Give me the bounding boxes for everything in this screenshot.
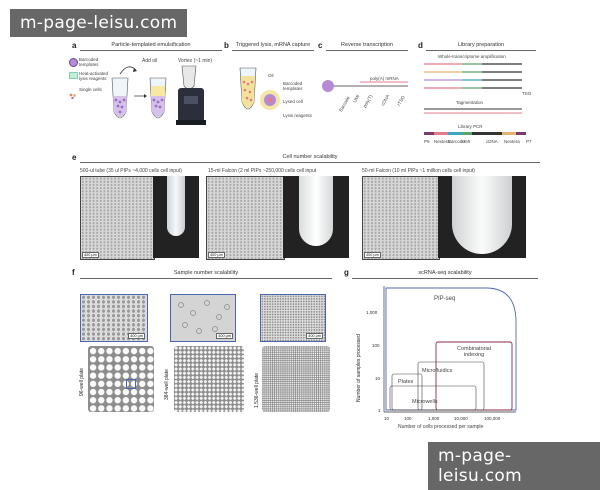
step-wta: Whole-transcriptome amplification — [438, 54, 506, 59]
label-lysed-cell: Lysed cell — [283, 99, 303, 104]
label-tso: TSO — [522, 91, 532, 96]
scale-bar-e3: 400 μm — [364, 252, 381, 258]
label-plates: Plates — [398, 379, 414, 385]
g-x-label: Number of cells processed per sample — [398, 424, 484, 430]
panel-e-title: Cell number scalability — [282, 154, 338, 160]
panel-d-label: d — [418, 41, 423, 50]
panel-f-title: Sample number scalability — [173, 270, 239, 276]
legend-lysis-icon — [69, 72, 78, 79]
legend-barcoded-text: Barcoded templates — [79, 57, 99, 67]
micrograph-50ml: 400 μm — [362, 176, 440, 260]
panel-f-label: f — [72, 268, 75, 277]
inset-384: 400 μm — [170, 294, 236, 342]
part-cdna: cDNA — [486, 139, 498, 144]
scale-bar-f2: 400 μm — [216, 333, 233, 339]
panel-b-label: b — [224, 41, 229, 50]
step-add-oil: Add oil — [142, 58, 158, 64]
part-umi: UMI — [462, 139, 471, 144]
photo-15ml-falcon — [283, 176, 349, 258]
panel-c-title: Reverse transcription — [341, 42, 393, 48]
part-nextera-1: Nextera — [434, 139, 450, 144]
panel-e-label: e — [72, 153, 77, 162]
label-lysis-reagents: Lysis reagents — [283, 113, 312, 118]
panel-a-title: Particle-templated emulsification — [111, 42, 191, 48]
panel-b-illustration — [239, 67, 257, 110]
label-384-well: 384-well plate — [164, 369, 170, 400]
label-pip-seq: PIP-seq — [434, 296, 456, 302]
region-microwells — [389, 385, 477, 411]
panel-d-title: Library preparation — [457, 42, 505, 48]
photo-50ml-falcon — [438, 176, 526, 258]
micrograph-15ml: 400 μm — [206, 176, 285, 260]
panel-c-illustration — [322, 80, 408, 92]
region-pip-seq — [385, 287, 517, 411]
droplet-illustration — [260, 90, 280, 110]
tagmentation-illustration — [424, 108, 522, 114]
panel-a-label: a — [72, 41, 77, 50]
step-library-pcr: Library PCR — [458, 124, 483, 129]
x-tick-10000: 10,000 — [454, 416, 468, 421]
y-tick-100: 100 — [372, 343, 380, 348]
caption-falcon-15ml: 15-ml Falcon (2 ml PIPs ~250,000 cells c… — [208, 168, 317, 174]
wta-illustration — [424, 63, 522, 89]
step-vortex: Vortex (~1 min) — [178, 58, 213, 64]
inset-96: 400 μm — [80, 294, 148, 342]
part-p5: P5 — [424, 139, 430, 144]
panel-c-label: c — [318, 41, 323, 50]
y-tick-1: 1 — [378, 408, 381, 413]
label-combinatorial: Combinatorial indexing — [457, 346, 491, 358]
legend-lysis-text: Heat-activated lysis reagents — [79, 71, 109, 81]
photo-500ul-tube — [153, 176, 199, 258]
scalability-chart — [383, 286, 517, 413]
legend-cells-icon — [69, 86, 77, 100]
label-barcoded-templates: Barcoded templates — [283, 81, 303, 91]
scale-bar-e2: 400 μm — [208, 252, 225, 258]
panel-a-illustration — [111, 65, 206, 125]
plate-384 — [174, 346, 244, 412]
legend-cells-text: Single cells — [79, 87, 102, 92]
inset-1536: 400 μm — [260, 294, 326, 342]
scale-bar-f1: 400 μm — [128, 333, 145, 339]
watermark-bottom: m-page-leisu.com — [428, 442, 600, 490]
panel-b-title: Triggered lysis, mRNA capture — [235, 42, 311, 48]
plate-96 — [88, 346, 154, 412]
watermark-top: m-page-leisu.com — [10, 9, 188, 37]
label-1536-well: 1,536-well plate — [254, 372, 260, 408]
y-tick-1000: 1,000 — [366, 310, 378, 315]
label-mrna: poly(A) mRNA — [370, 76, 399, 81]
scale-bar-e1: 400 μm — [82, 252, 99, 258]
label-96-well: 96-well plate — [79, 367, 85, 396]
library-illustration — [424, 132, 526, 135]
part-p7: P7 — [526, 139, 532, 144]
panel-g-title: scRNA-seq scalability — [418, 270, 472, 276]
x-tick-1000: 1,000 — [428, 416, 440, 421]
label-microwells: Microwells — [412, 399, 438, 405]
x-tick-100000: 100,000 — [484, 416, 501, 421]
plate-1536 — [262, 346, 330, 412]
part-nextera-2: Nextera — [504, 139, 520, 144]
panel-g-label: g — [344, 268, 349, 277]
scale-bar-f3: 400 μm — [306, 333, 323, 339]
y-tick-10: 10 — [375, 376, 381, 381]
g-y-label: Number of samples processed — [356, 334, 362, 402]
x-tick-10: 10 — [384, 416, 390, 421]
part-barcode: Barcode — [448, 139, 465, 144]
x-tick-100: 100 — [404, 416, 412, 421]
micrograph-500ul: 400 μm — [80, 176, 155, 260]
step-tagmentation: Tagmentation — [456, 100, 484, 105]
legend-barcoded-icon — [69, 58, 78, 67]
label-microfluidics: Microfluidics — [422, 368, 453, 374]
label-oil: Oil — [268, 73, 274, 78]
caption-falcon-50ml: 50-ml Falcon (10 ml PIPs ~1 million cell… — [362, 168, 475, 174]
caption-tube-500ul: 500-ul tube (35 ul PIPs ~4,000 cells cel… — [80, 168, 182, 174]
